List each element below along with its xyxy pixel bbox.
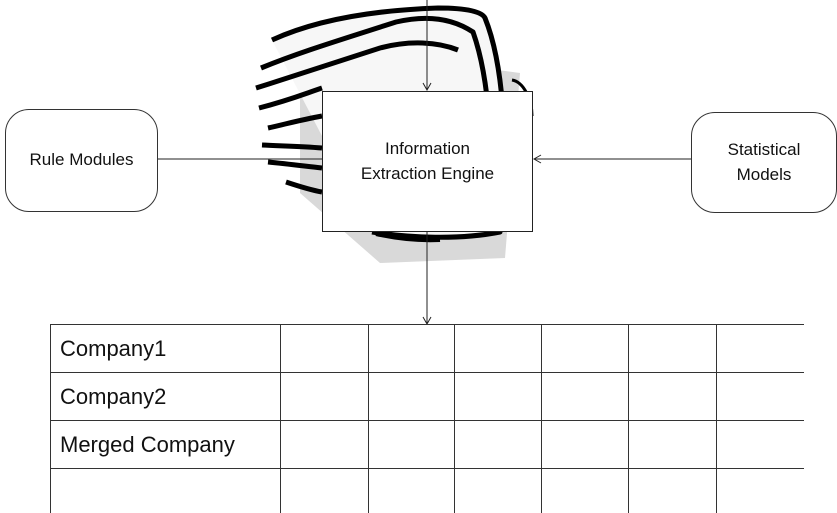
table-cell xyxy=(628,324,717,373)
table-cell: Company2 xyxy=(50,372,281,421)
table-cell xyxy=(541,324,629,373)
table-cell xyxy=(454,468,542,513)
rule-modules-node: Rule Modules xyxy=(5,109,158,212)
results-table: Company1 Company2 xyxy=(50,324,804,513)
table-cell: Company1 xyxy=(50,324,281,373)
statistical-models-label-line-2: Models xyxy=(736,164,792,184)
engine-label: Information Extraction Engine xyxy=(361,137,494,186)
statistical-models-node: Statistical Models xyxy=(691,112,837,213)
rule-modules-label: Rule Modules xyxy=(29,150,134,170)
statistical-models-label-line-1: Statistical xyxy=(727,139,801,159)
table-cell xyxy=(716,372,804,421)
table-cell xyxy=(454,324,542,373)
table-cell xyxy=(50,468,281,513)
table-row xyxy=(50,468,804,513)
engine-label-line-2: Extraction Engine xyxy=(360,163,495,183)
table-cell xyxy=(716,420,804,469)
table-cell xyxy=(628,420,717,469)
table-cell xyxy=(280,468,369,513)
engine-label-line-1: Information xyxy=(384,138,471,158)
table-cell xyxy=(368,468,455,513)
table-cell xyxy=(368,420,455,469)
table-row: Merged Company xyxy=(50,420,804,469)
table-cell xyxy=(716,324,804,373)
table-cell xyxy=(280,372,369,421)
table-cell xyxy=(628,372,717,421)
information-extraction-engine-node: Information Extraction Engine xyxy=(322,91,533,232)
table-cell xyxy=(716,468,804,513)
table-cell xyxy=(280,324,369,373)
table-cell xyxy=(541,420,629,469)
table-cell xyxy=(628,468,717,513)
table-cell xyxy=(454,372,542,421)
table-cell xyxy=(454,420,542,469)
table-cell xyxy=(368,372,455,421)
table-row: Company2 xyxy=(50,372,804,421)
table-cell: Merged Company xyxy=(50,420,281,469)
results-table-wrapper: Company1 Company2 xyxy=(50,324,804,513)
table-cell xyxy=(280,420,369,469)
table-cell xyxy=(541,372,629,421)
table-cell xyxy=(368,324,455,373)
table-row: Company1 xyxy=(50,324,804,373)
table-cell xyxy=(541,468,629,513)
statistical-models-label: Statistical Models xyxy=(728,138,801,187)
